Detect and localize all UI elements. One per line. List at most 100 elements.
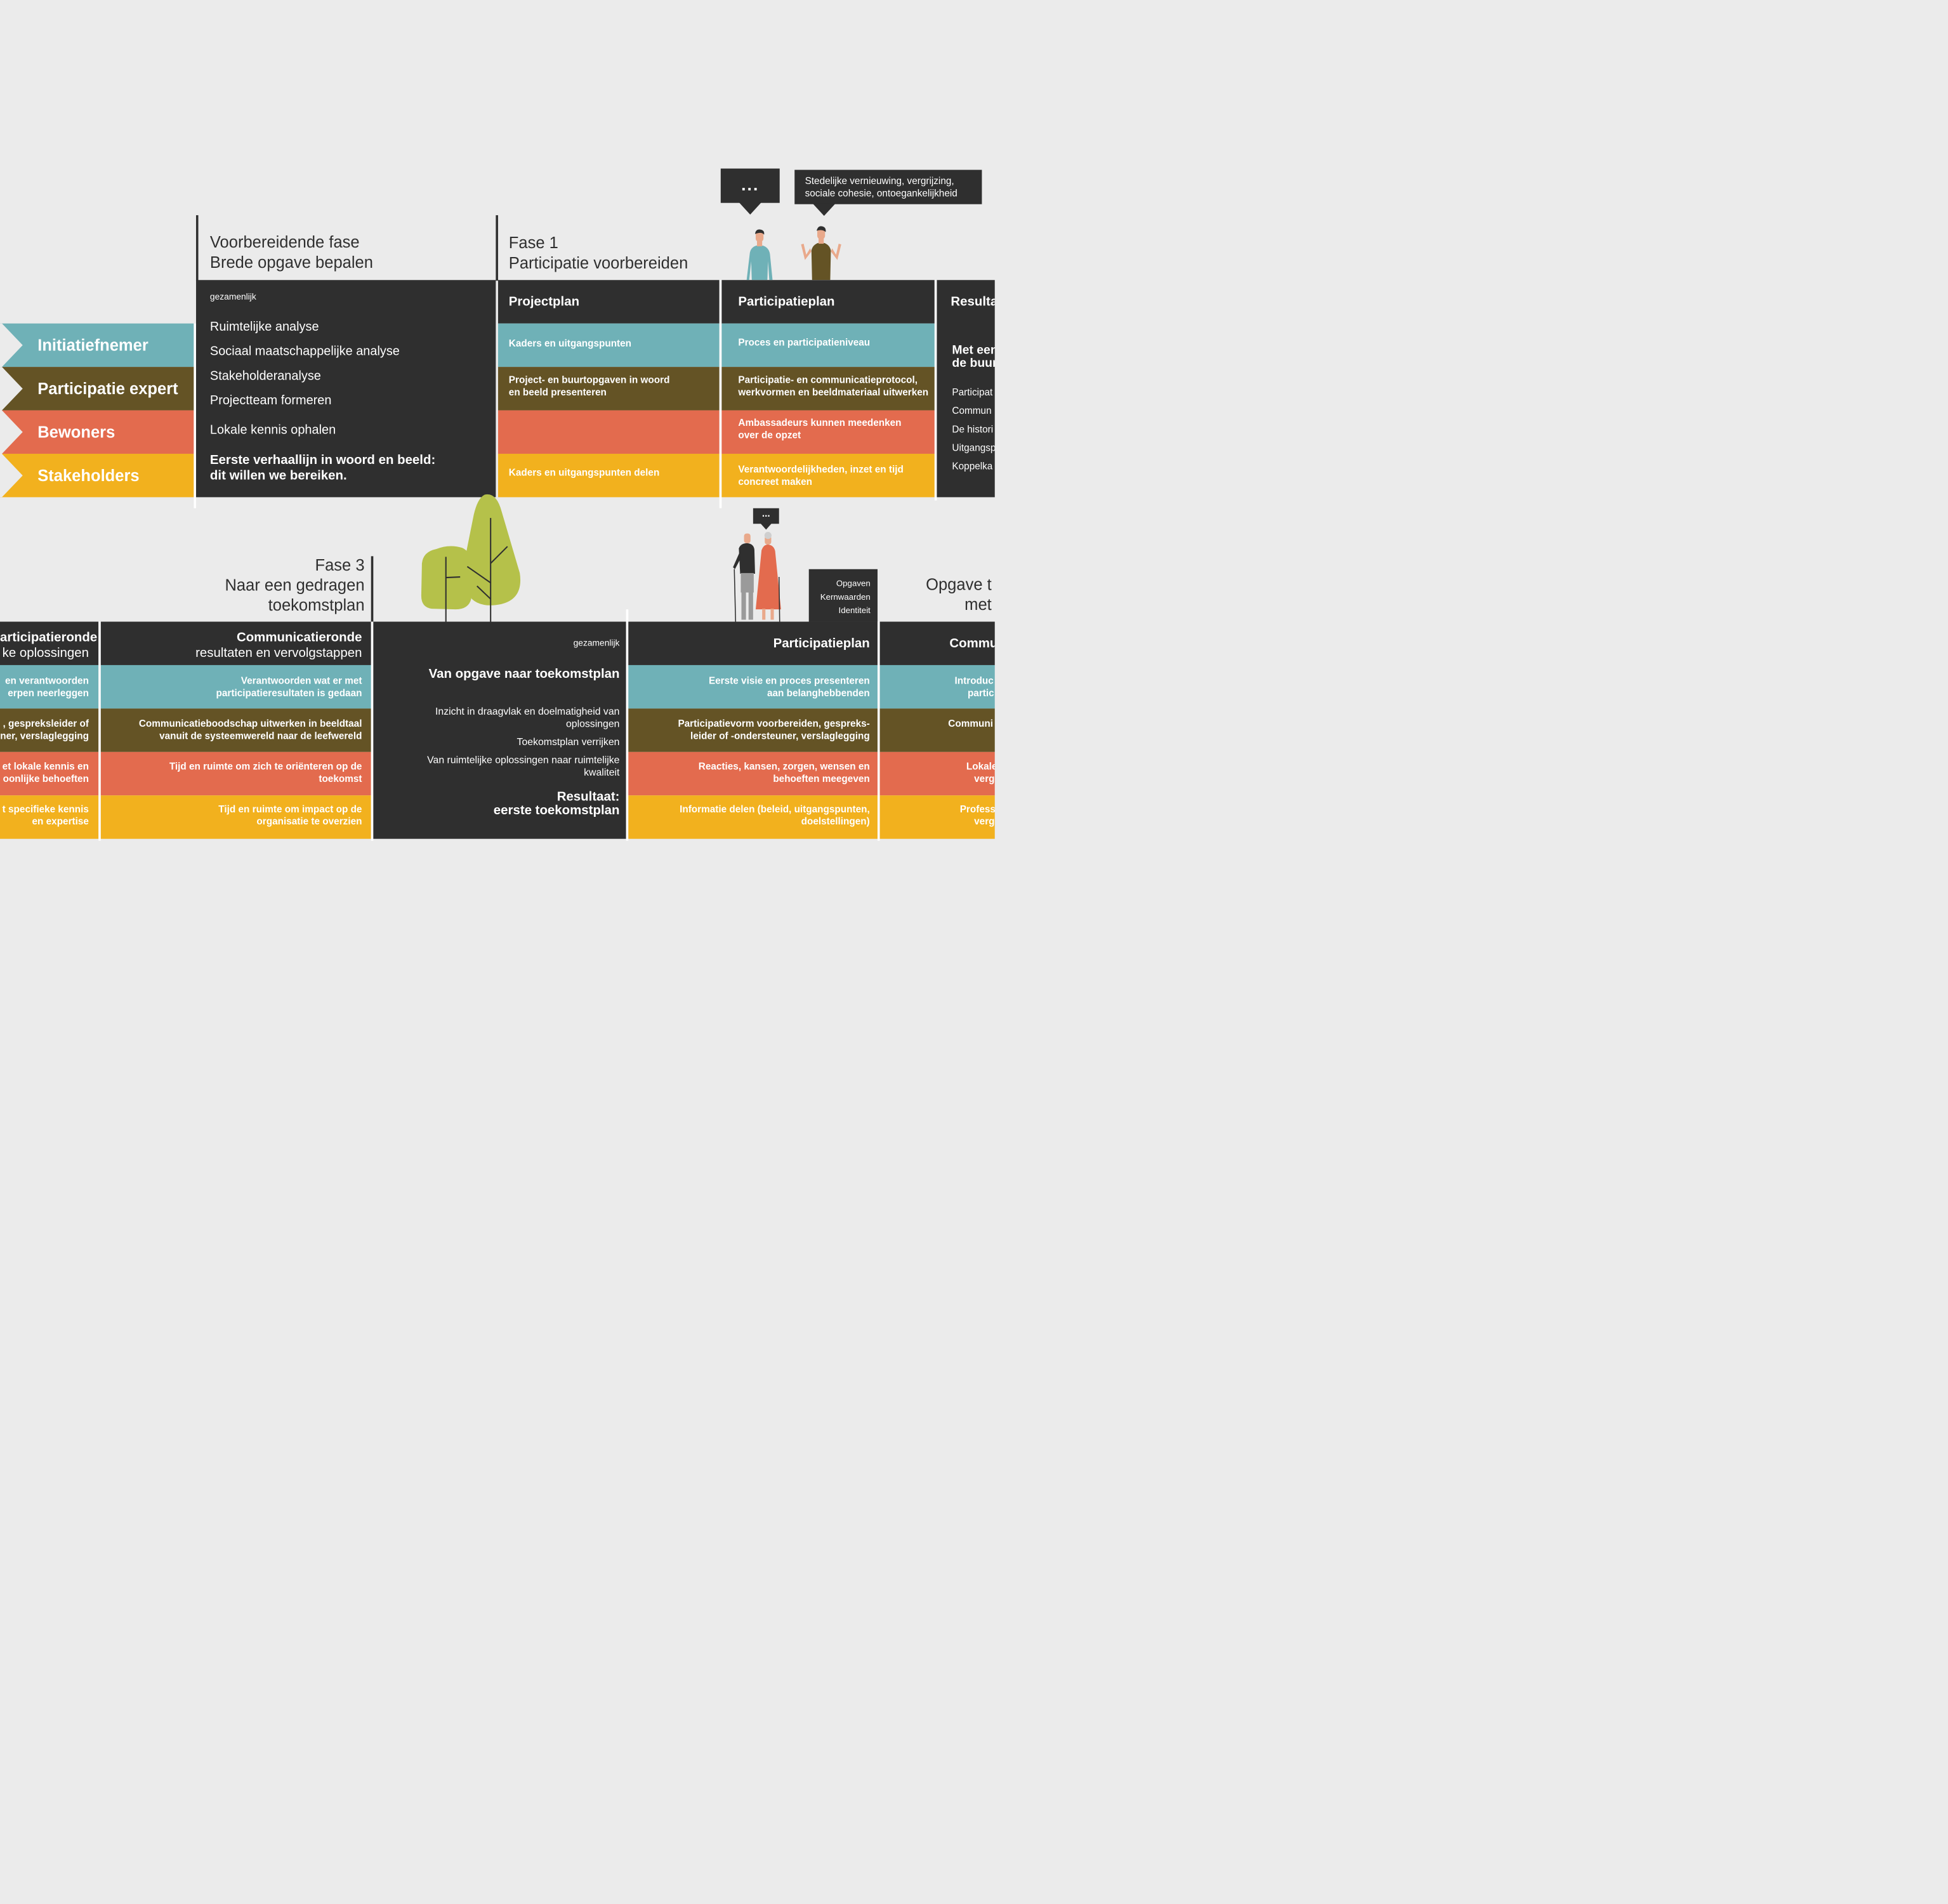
participatieplan-cell-stakeholders xyxy=(721,453,935,498)
participatieplan-header xyxy=(721,280,935,324)
column-divider xyxy=(934,280,937,501)
ribbon-end-divider xyxy=(194,323,196,508)
role-ribbon-participatie-expert: Participatie expert xyxy=(0,367,194,411)
opgaven-tag-box xyxy=(808,569,878,622)
communicatieronde-cell-bewoners xyxy=(100,751,371,796)
prep-item: Ruimtelijke analyse xyxy=(209,319,319,334)
participatieplan-cell-initiatiefnemer xyxy=(721,323,935,367)
prep-item: Sociaal maatschappelijke analyse xyxy=(209,344,400,359)
communicatie-title: Commu xyxy=(949,635,995,651)
role-label: Participatie expert xyxy=(37,380,178,398)
participatieplan2-cell-initiatiefnemer xyxy=(628,664,878,709)
prep-conclusion: Eerste verhaallijn in woord en beeld: di… xyxy=(209,452,436,482)
participatieronde-cell-initiatiefnemer xyxy=(0,664,99,709)
participatieronde-cell-expert xyxy=(0,708,99,752)
participatieronde-title: articipatieronde ke oplossingen xyxy=(0,630,98,660)
resultaat-heading: Met een de buur xyxy=(952,343,995,370)
role-ribbon-stakeholders: Stakeholders xyxy=(0,453,194,498)
participatieplan-cell-bewoners xyxy=(721,410,935,454)
participatieplan2-cell-stakeholders xyxy=(628,795,878,839)
prep-phase-title: Voorbereidende fase Brede opgave bepalen xyxy=(209,233,373,272)
participatieplan-title: Participatieplan xyxy=(738,294,835,309)
column-divider xyxy=(371,621,374,841)
speech-bubble-tail xyxy=(739,202,762,215)
tree-illustration xyxy=(421,494,521,622)
role-ribbon-initiatiefnemer: Initiatiefnemer xyxy=(0,323,194,367)
resultaat-panel xyxy=(937,280,995,498)
speech-bubble-dots xyxy=(720,168,780,203)
participatieronde-cell-stakeholders xyxy=(0,795,99,839)
ribbon-chevron-notches xyxy=(0,323,23,498)
communicatieronde-cell-initiatiefnemer xyxy=(100,664,371,709)
prep-item: Stakeholderanalyse xyxy=(209,369,321,383)
fase3-phase-title: Fase 3 Naar een gedragen toekomstplan xyxy=(225,555,365,614)
participatieplan2-title: Participatieplan xyxy=(773,635,870,651)
role-label: Initiatiefnemer xyxy=(37,336,148,355)
speech-bubble-tail xyxy=(760,523,772,530)
participatieplan2-text: Informatie delen (beleid, uitgangspunten… xyxy=(680,803,870,827)
communicatie-cell-stakeholders xyxy=(879,795,995,839)
speech-bubble-small xyxy=(753,508,779,524)
communicatieronde-cell-expert xyxy=(100,708,371,752)
elderly-couple-illustration xyxy=(733,532,781,622)
toekomstplan-tag: gezamenlijk xyxy=(573,638,620,648)
opgaven-tag-list: Opgaven Kernwaarden Identiteit xyxy=(820,578,871,616)
prep-item: Projectteam formeren xyxy=(209,393,332,407)
communicatieronde-cell-stakeholders xyxy=(100,795,371,839)
communicatie-cell-bewoners xyxy=(879,751,995,796)
column-divider xyxy=(719,280,722,508)
toekomstplan-list: Inzicht in draagvlak en doelmatigheid va… xyxy=(427,705,620,778)
toekomstplan-panel xyxy=(373,621,626,839)
projectplan-header xyxy=(497,280,720,324)
communicatie-header xyxy=(879,621,995,665)
projectplan-text: Kaders en uitgangspunten delen xyxy=(508,467,660,479)
participatieplan-text: Proces en participatieniveau xyxy=(738,337,871,348)
projectplan-cell-expert xyxy=(497,367,720,411)
communicatieronde-text: Communicatieboodschap uitwerken in beeld… xyxy=(138,718,362,741)
role-label: Stakeholders xyxy=(37,466,140,485)
speech-bubble-topics xyxy=(794,169,982,204)
column-divider xyxy=(626,609,629,841)
prep-item: Lokale kennis ophalen xyxy=(209,422,336,437)
participatieplan2-text: Participatievorm voorbereiden, gespreks-… xyxy=(678,718,870,741)
participatieronde-header xyxy=(0,621,99,665)
fase1-phase-marker xyxy=(496,215,498,281)
participatieplan2-cell-bewoners xyxy=(628,751,878,796)
participatieplan-text: Participatie- en communicatieprotocol,we… xyxy=(738,374,929,398)
communicatieronde-title: Communicatieronde resultaten en vervolgs… xyxy=(195,630,362,660)
prep-panel xyxy=(195,280,496,498)
participatieplan-cell-expert xyxy=(721,367,935,411)
toekomstplan-heading: Van opgave naar toekomstplan xyxy=(428,666,620,681)
communicatieronde-header xyxy=(100,621,371,665)
projectplan-cell-bewoners xyxy=(497,410,720,454)
speech-topics-text: Stedelijke vernieuwing, vergrijzing, soc… xyxy=(805,175,958,199)
communicatie-text: Communi xyxy=(948,718,993,729)
communicatie-cell-initiatiefnemer xyxy=(879,664,995,709)
projectplan-cell-stakeholders xyxy=(497,453,720,498)
projectplan-text: Kaders en uitgangspunten xyxy=(508,338,632,349)
toekomstplan-result: Resultaat: eerste toekomstplan xyxy=(493,789,620,817)
fase1-phase-title: Fase 1 Participatie voorbereiden xyxy=(508,234,688,272)
role-label: Bewoners xyxy=(37,423,115,442)
resultaat-title: Resulta xyxy=(951,294,995,309)
role-ribbon-bewoners: Bewoners xyxy=(0,410,194,454)
participatieronde-cell-bewoners xyxy=(0,751,99,796)
participatieplan2-header xyxy=(628,621,878,665)
prep-tag: gezamenlijk xyxy=(209,291,256,301)
speech-small-dots: ... xyxy=(761,508,770,519)
projectplan-title: Projectplan xyxy=(508,294,580,309)
participatieplan2-cell-expert xyxy=(628,708,878,752)
